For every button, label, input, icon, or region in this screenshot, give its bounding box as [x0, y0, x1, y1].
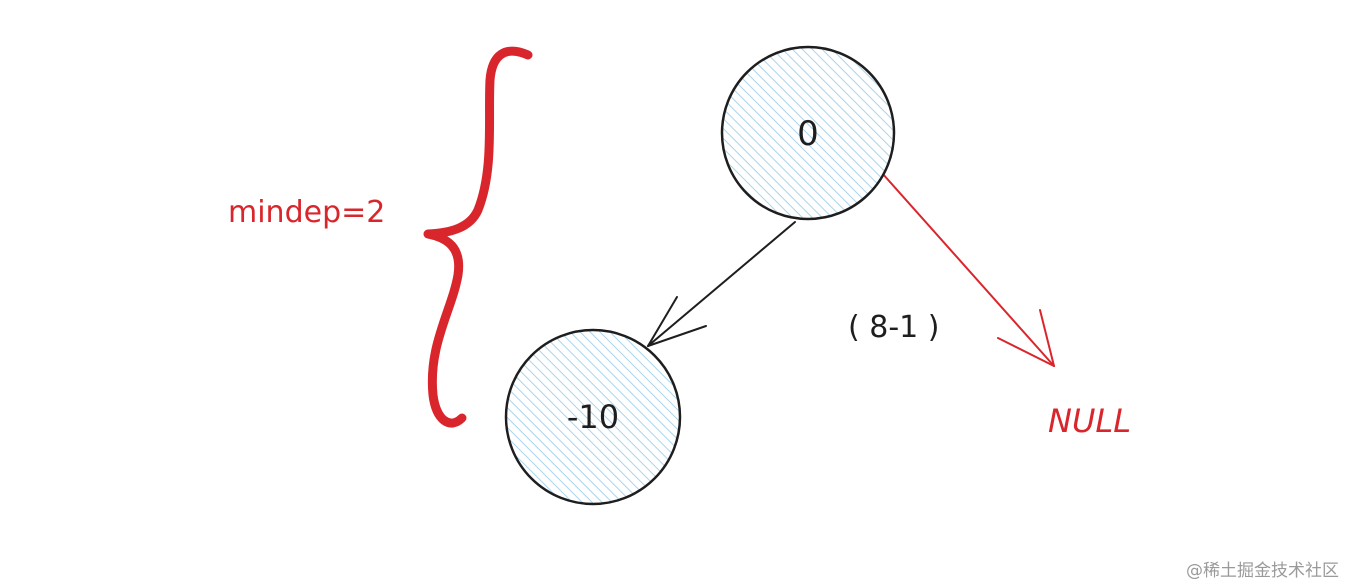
tree-node-left-child: -10: [504, 328, 682, 506]
null-label: NULL: [1048, 402, 1131, 440]
arrowhead-left: [647, 296, 678, 347]
arrowhead-right: [647, 325, 707, 347]
mindep-label: mindep=2: [228, 195, 385, 230]
depth-brace: [423, 46, 533, 428]
node-left-label: -10: [567, 398, 619, 436]
null-arrowhead-right: [1039, 309, 1055, 367]
edge-root-to-left: [647, 221, 796, 347]
tree-node-root: 0: [720, 45, 896, 221]
node-root-label: 0: [797, 114, 819, 154]
null-arrowhead-left: [997, 337, 1055, 367]
edge-note: ( 8-1 ): [848, 310, 939, 345]
edge-root-to-null: [881, 172, 1055, 367]
watermark: @稀土掘金技术社区: [1186, 561, 1339, 581]
